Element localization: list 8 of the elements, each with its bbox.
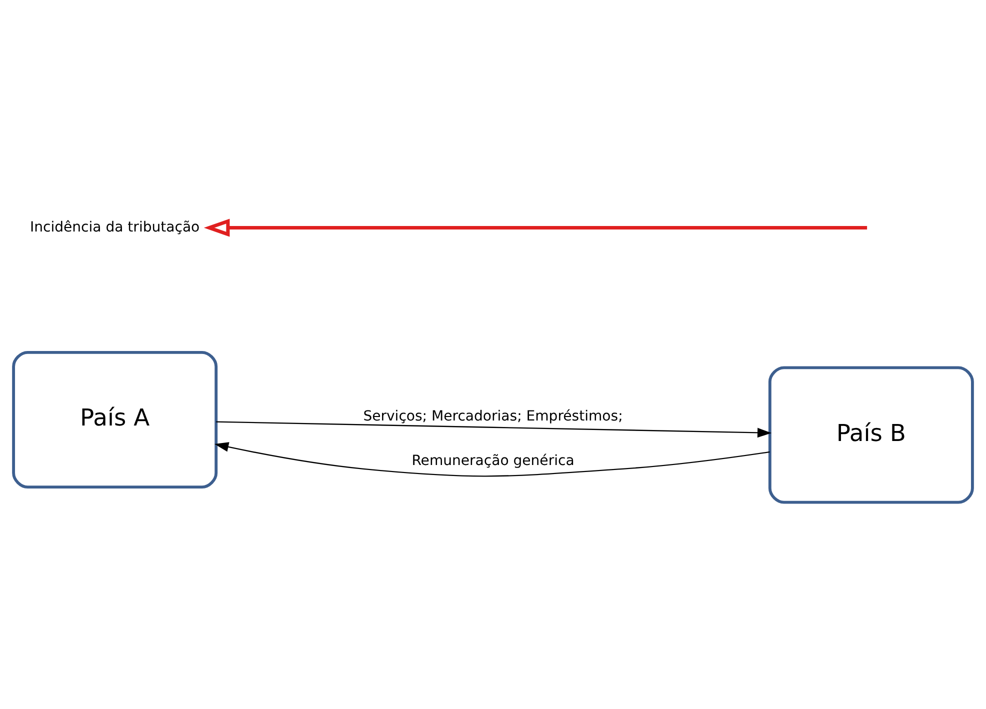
edge-label: Serviços; Mercadorias; Empréstimos; [363,408,623,424]
arrow [204,218,868,237]
node-text: Incidência da tributação [30,219,200,236]
node-box: País B [768,366,974,504]
node-box: País A [12,350,218,489]
edge-label: Remuneração genérica [412,452,574,469]
arrow [214,442,770,477]
arrow [216,421,772,438]
